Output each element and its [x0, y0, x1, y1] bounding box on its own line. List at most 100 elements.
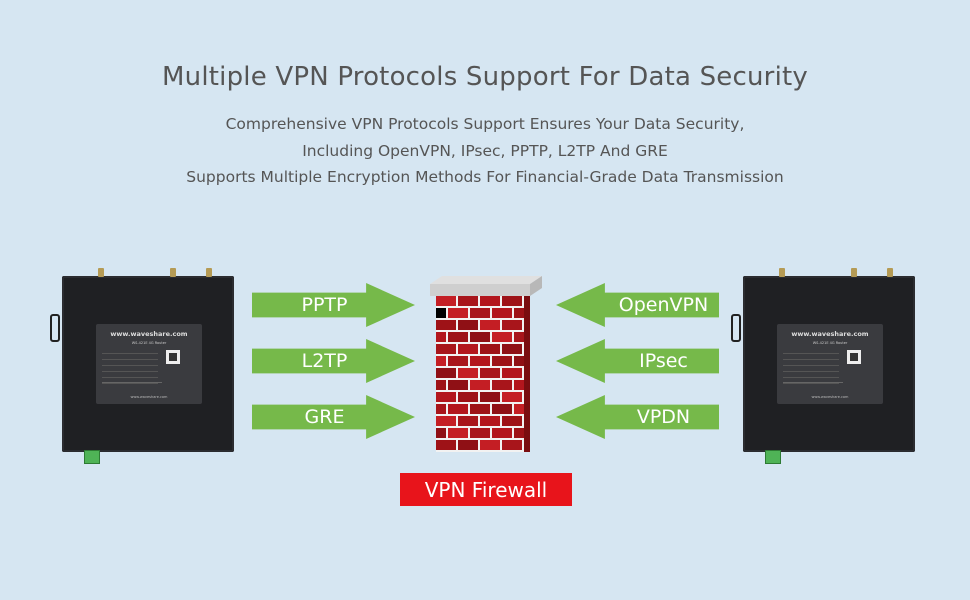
- brick: [436, 428, 446, 438]
- brick: [436, 296, 456, 306]
- brick: [502, 440, 522, 450]
- brick: [448, 308, 468, 318]
- subtitle-line-3: Supports Multiple Encryption Methods For…: [186, 168, 784, 186]
- brick: [436, 308, 446, 318]
- brick: [492, 428, 512, 438]
- brick: [436, 356, 446, 366]
- brick: [436, 332, 446, 342]
- brick: [458, 440, 478, 450]
- brick: [514, 428, 524, 438]
- brick: [470, 404, 490, 414]
- brick: [458, 416, 478, 426]
- brick: [480, 344, 500, 354]
- brick: [470, 356, 490, 366]
- router-brand: www.waveshare.com: [791, 330, 869, 338]
- router-label-plate: www.waveshare.com WS-421E 4G Router www.…: [777, 324, 883, 404]
- brick: [480, 416, 500, 426]
- brick: [436, 320, 456, 330]
- protocol-label: VPDN: [636, 406, 691, 428]
- router-model: WS-421E 4G Router: [131, 341, 167, 345]
- brick: [436, 404, 446, 414]
- qr-code-icon: [847, 350, 861, 364]
- firewall-wall-icon: [430, 276, 542, 452]
- brick: [458, 392, 478, 402]
- wall-cap-top: [430, 276, 542, 284]
- brick: [502, 392, 522, 402]
- brick: [492, 404, 512, 414]
- router-left: www.waveshare.com WS-421E 4G Router www.…: [50, 268, 234, 464]
- brick: [492, 356, 512, 366]
- brick: [448, 356, 468, 366]
- brick: [514, 404, 524, 414]
- router-label-plate: www.waveshare.com WS-421E 4G Router www.…: [96, 324, 202, 404]
- protocol-arrow-openvpn: OpenVPN: [556, 283, 719, 327]
- wall-cap-side: [530, 276, 542, 296]
- router-site: www.waveshare.com: [130, 395, 168, 399]
- certification-marks: [783, 382, 843, 389]
- brick: [480, 368, 500, 378]
- protocol-arrow-l2tp: L2TP: [252, 339, 415, 383]
- antenna: [851, 268, 857, 277]
- brick: [458, 296, 478, 306]
- brick: [480, 392, 500, 402]
- brick: [514, 380, 524, 390]
- protocol-label: IPsec: [639, 350, 688, 372]
- brick: [470, 308, 490, 318]
- protocol-label: OpenVPN: [618, 294, 709, 316]
- brick-pattern: [436, 296, 524, 450]
- din-rail-clip: [731, 314, 741, 342]
- brick: [470, 428, 490, 438]
- qr-code-icon: [166, 350, 180, 364]
- antenna: [170, 268, 176, 277]
- router-brand: www.waveshare.com: [110, 330, 188, 338]
- brick: [470, 332, 490, 342]
- brick: [502, 368, 522, 378]
- brick: [502, 296, 522, 306]
- brick: [492, 332, 512, 342]
- brick: [448, 332, 468, 342]
- brick: [458, 344, 478, 354]
- protocol-label: GRE: [304, 406, 345, 428]
- brick: [436, 344, 456, 354]
- protocol-arrow-gre: GRE: [252, 395, 415, 439]
- antenna: [98, 268, 104, 277]
- protocol-label: L2TP: [301, 350, 348, 372]
- brick: [502, 344, 522, 354]
- certification-marks: [102, 382, 162, 389]
- router-site: www.waveshare.com: [811, 395, 849, 399]
- protocol-arrow-ipsec: IPsec: [556, 339, 719, 383]
- antenna: [206, 268, 212, 277]
- protocol-label: PPTP: [301, 294, 348, 316]
- protocol-arrow-pptp: PPTP: [252, 283, 415, 327]
- brick: [480, 320, 500, 330]
- brick: [436, 380, 446, 390]
- router-model: WS-421E 4G Router: [812, 341, 848, 345]
- protocol-arrow-vpdn: VPDN: [556, 395, 719, 439]
- label-rows: [102, 348, 158, 384]
- brick: [470, 380, 490, 390]
- firewall-label: VPN Firewall: [400, 473, 572, 506]
- brick: [448, 404, 468, 414]
- brick: [436, 440, 456, 450]
- wall-cap-front: [430, 284, 530, 296]
- brick: [502, 416, 522, 426]
- brick: [514, 332, 524, 342]
- power-terminal: [84, 450, 100, 464]
- brick: [492, 308, 512, 318]
- brick: [502, 320, 522, 330]
- antenna: [779, 268, 785, 277]
- din-rail-clip: [50, 314, 60, 342]
- brick: [492, 380, 512, 390]
- subtitle-line-2: Including OpenVPN, IPsec, PPTP, L2TP And…: [302, 142, 668, 160]
- brick: [448, 380, 468, 390]
- brick: [514, 356, 524, 366]
- router-right: www.waveshare.com WS-421E 4G Router www.…: [731, 268, 915, 464]
- brick: [458, 320, 478, 330]
- page-title: Multiple VPN Protocols Support For Data …: [162, 62, 808, 92]
- subtitle-line-1: Comprehensive VPN Protocols Support Ensu…: [225, 115, 745, 133]
- brick: [448, 428, 468, 438]
- brick: [458, 368, 478, 378]
- brick: [436, 392, 456, 402]
- brick: [480, 440, 500, 450]
- brick: [480, 296, 500, 306]
